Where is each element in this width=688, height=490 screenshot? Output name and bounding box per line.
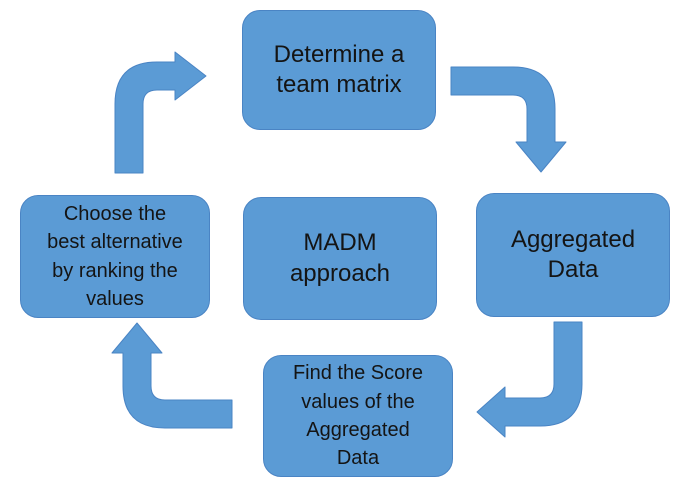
node-choose-best-alternative: Choose the best alternative by ranking t… xyxy=(20,195,210,318)
node-find-score-values: Find the Score values of the Aggregated … xyxy=(263,355,453,477)
node-madm-approach: MADM approach xyxy=(243,197,437,320)
bent-arrow-down-left-icon xyxy=(476,321,583,438)
bent-arrow-left-up-icon xyxy=(111,322,233,429)
node-aggregated-data: Aggregated Data xyxy=(476,193,670,317)
node-determine-team-matrix: Determine a team matrix xyxy=(242,10,436,130)
bent-arrow-up-right-icon xyxy=(114,51,207,174)
bent-arrow-right-down-icon xyxy=(450,66,567,173)
